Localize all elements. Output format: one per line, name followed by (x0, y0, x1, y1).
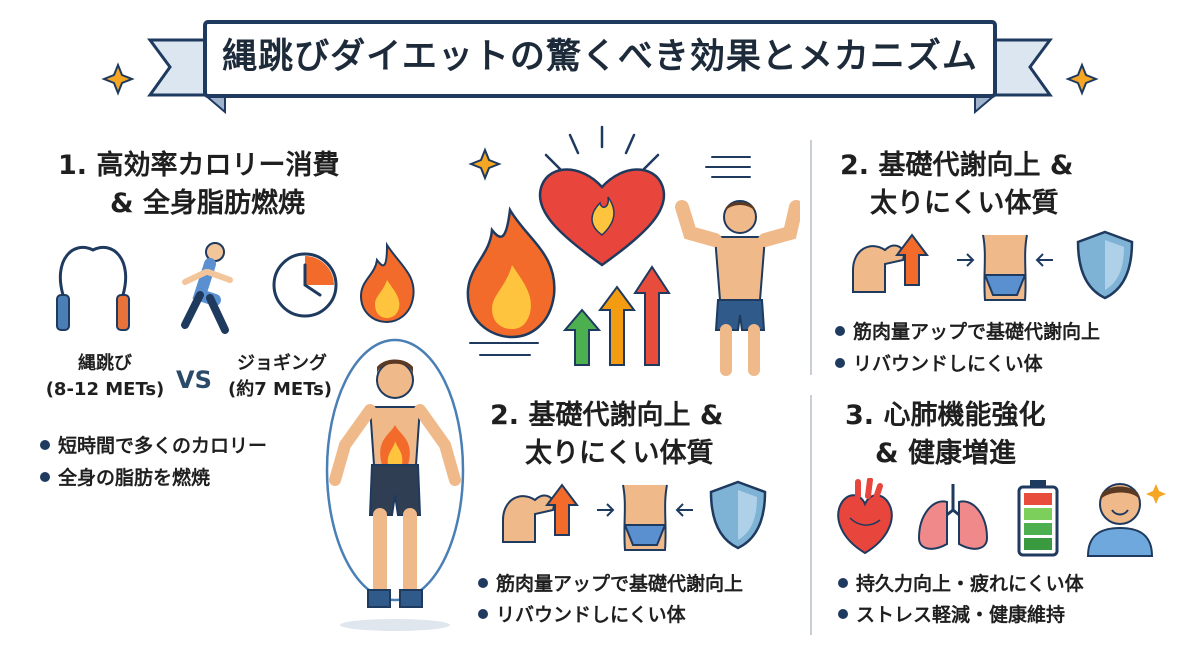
section2-center-title-line2: 太りにくい体質 (525, 438, 714, 469)
smiling-person-icon (1086, 483, 1166, 557)
center-illustration (466, 125, 800, 376)
sparkle-icon (1065, 62, 1099, 96)
section1-bullet-2: 全身の脂肪を燃焼 (40, 464, 210, 492)
heart-organ-icon (837, 478, 893, 555)
section3-bullet-2: ストレス軽減・健康維持 (838, 601, 1065, 629)
shield-icon (709, 480, 767, 550)
red-arrow-icon (633, 265, 671, 366)
jogging-label: ジョギング (237, 353, 327, 374)
flexed-arm-icon (502, 483, 579, 543)
jump-rope-icon (56, 245, 130, 331)
section2-right-bullet-1: 筋肉量アップで基礎代謝向上 (835, 318, 1100, 346)
section2-center-bullet-1: 筋肉量アップで基礎代謝向上 (478, 570, 743, 598)
vs-label: VS (176, 366, 212, 394)
clock-icon (272, 252, 338, 318)
section2-right-bullet-2: リバウンドしにくい体 (835, 350, 1043, 378)
shield-icon (1076, 230, 1134, 300)
lungs-icon (917, 484, 989, 550)
orange-arrow-icon (598, 285, 636, 366)
jump-rope-label: 縄跳び (78, 353, 132, 374)
waist-icon (957, 234, 1053, 301)
green-arrow-icon (562, 308, 602, 366)
sparkle-icon (1146, 484, 1166, 504)
section1-title-line1: 1. 高効率カロリー消費 (58, 150, 340, 181)
jumping-person-illustration (325, 338, 465, 631)
page-title: 縄跳びダイエットの驚くべき効果とメカニズム (222, 37, 978, 77)
runner-icon (181, 242, 233, 334)
section2-center-title-line1: 2. 基礎代謝向上 & (490, 400, 724, 431)
jump-rope-mets: (8-12 METs) (45, 379, 165, 400)
section2-center-bullet-2: リバウンドしにくい体 (478, 601, 686, 629)
column-divider (810, 140, 812, 375)
sparkle-icon (468, 147, 502, 181)
jogging-mets: (約7 METs) (227, 379, 333, 400)
flexed-arm-icon (852, 233, 929, 293)
battery-icon (1017, 480, 1059, 557)
section1-title-line2: & 全身脂肪燃焼 (110, 188, 305, 219)
column-divider (810, 395, 812, 635)
section2-right-title-line2: 太りにくい体質 (870, 188, 1059, 219)
title-banner (101, 20, 1099, 115)
section3-title-line2: & 健康増進 (875, 438, 1016, 469)
section3-bullet-1: 持久力向上・疲れにくい体 (838, 570, 1084, 598)
section3-title-line1: 3. 心肺機能強化 (845, 400, 1046, 431)
section2-right-title-line1: 2. 基礎代謝向上 & (840, 150, 1074, 181)
muscular-man-icon (675, 200, 800, 376)
sparkle-icon (101, 62, 135, 96)
section1-bullet-1: 短時間で多くのカロリー (40, 432, 267, 460)
waist-icon (597, 484, 693, 551)
flame-icon (359, 241, 415, 324)
